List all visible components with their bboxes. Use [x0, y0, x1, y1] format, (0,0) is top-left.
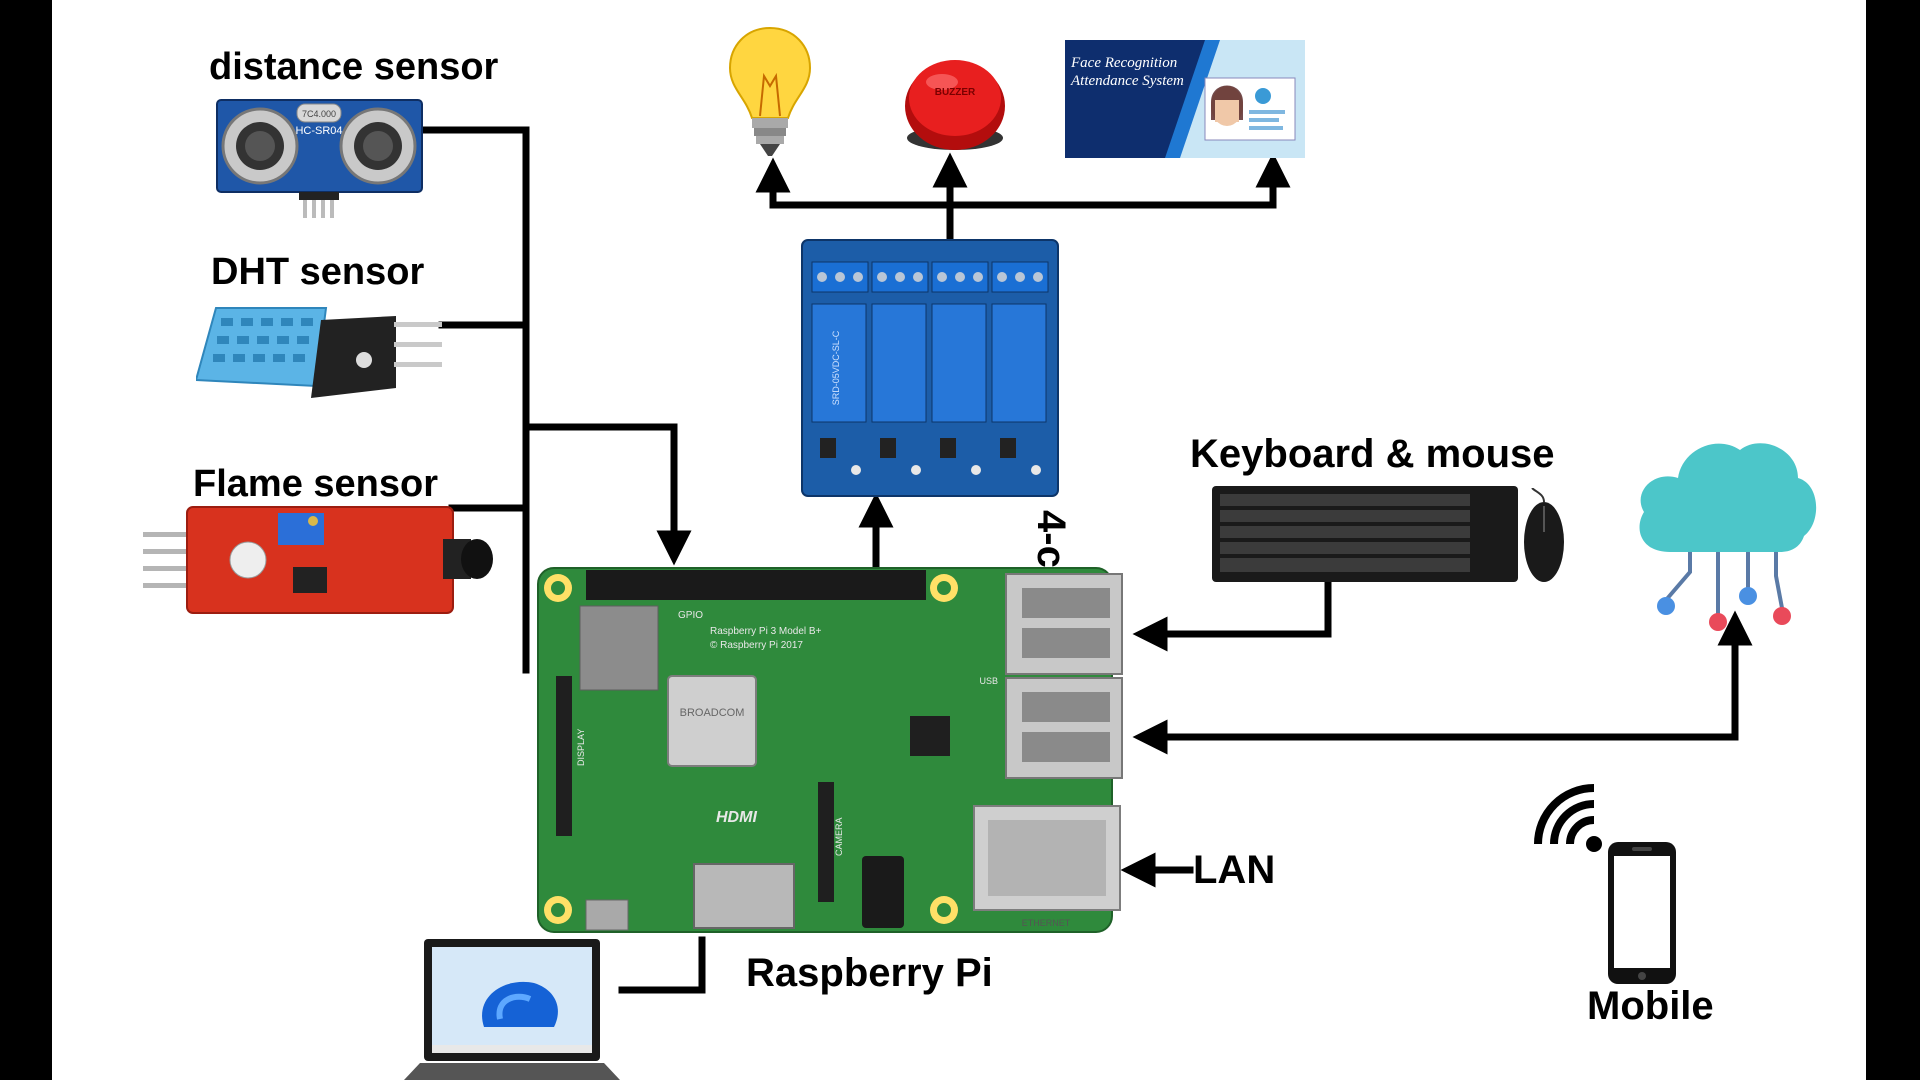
- face-recognition-screen: Face Recognition Attendance System: [1065, 40, 1305, 158]
- label-mobile: Mobile: [1587, 984, 1714, 1028]
- relay-module-label: SRD-05VDC-SL-C: [831, 330, 841, 405]
- label-dht-sensor: DHT sensor: [211, 251, 425, 293]
- camera-label: CAMERA: [834, 817, 844, 856]
- ethernet-label: ETHERNET: [1022, 918, 1071, 928]
- usb-label: USB: [979, 676, 998, 686]
- mouse-icon: [1524, 488, 1564, 582]
- dht-sensor: [196, 307, 442, 398]
- arrow-bus-to-gpio: [522, 423, 692, 566]
- wifi-icon: [1534, 784, 1602, 852]
- arrow-cloud-to-usb: [1132, 636, 1739, 755]
- rpi-model-label: Raspberry Pi 3 Model B+: [710, 626, 822, 637]
- cloud-icon: [1639, 443, 1817, 631]
- arrow-keyboard-to-usb: [1132, 581, 1332, 652]
- display-label: DISPLAY: [576, 729, 586, 766]
- label-keyboard-mouse: Keyboard & mouse: [1190, 432, 1555, 476]
- relay-module: SRD-05VDC-SL-C: [801, 239, 1059, 497]
- laptop-icon: [404, 939, 620, 1080]
- rpi-copyright-label: © Raspberry Pi 2017: [710, 640, 803, 651]
- gpio-label: GPIO: [678, 610, 703, 621]
- label-lan: LAN: [1193, 848, 1276, 892]
- distance-sensor: 7C4.000 HC-SR04: [216, 99, 423, 218]
- phone-icon: [1608, 842, 1676, 984]
- keyboard-mouse: [1212, 486, 1518, 582]
- face-title-line-2: Attendance System: [1071, 73, 1184, 89]
- wire-laptop: [618, 936, 706, 994]
- buzzer-label: BUZZER: [935, 87, 976, 98]
- broadcom-label: BROADCOM: [680, 707, 745, 719]
- hc-sr04-label: HC-SR04: [295, 125, 342, 137]
- wire-bus-vertical: [416, 126, 530, 674]
- label-raspberry-pi: Raspberry Pi: [746, 951, 993, 995]
- face-title-line-1: Face Recognition: [1071, 55, 1178, 71]
- raspberry-pi-board: GPIO Raspberry Pi 3 Model B+ © Raspberry…: [537, 567, 1123, 933]
- crystal-label: 7C4.000: [302, 109, 336, 119]
- buzzer-icon: BUZZER: [905, 60, 1005, 150]
- keyboard-icon: [1212, 486, 1518, 582]
- hdmi-label: HDMI: [716, 809, 757, 826]
- label-distance-sensor: distance sensor: [209, 46, 499, 88]
- bulb-icon: [728, 26, 812, 156]
- flame-sensor: [143, 506, 493, 614]
- label-flame-sensor: Flame sensor: [193, 463, 438, 505]
